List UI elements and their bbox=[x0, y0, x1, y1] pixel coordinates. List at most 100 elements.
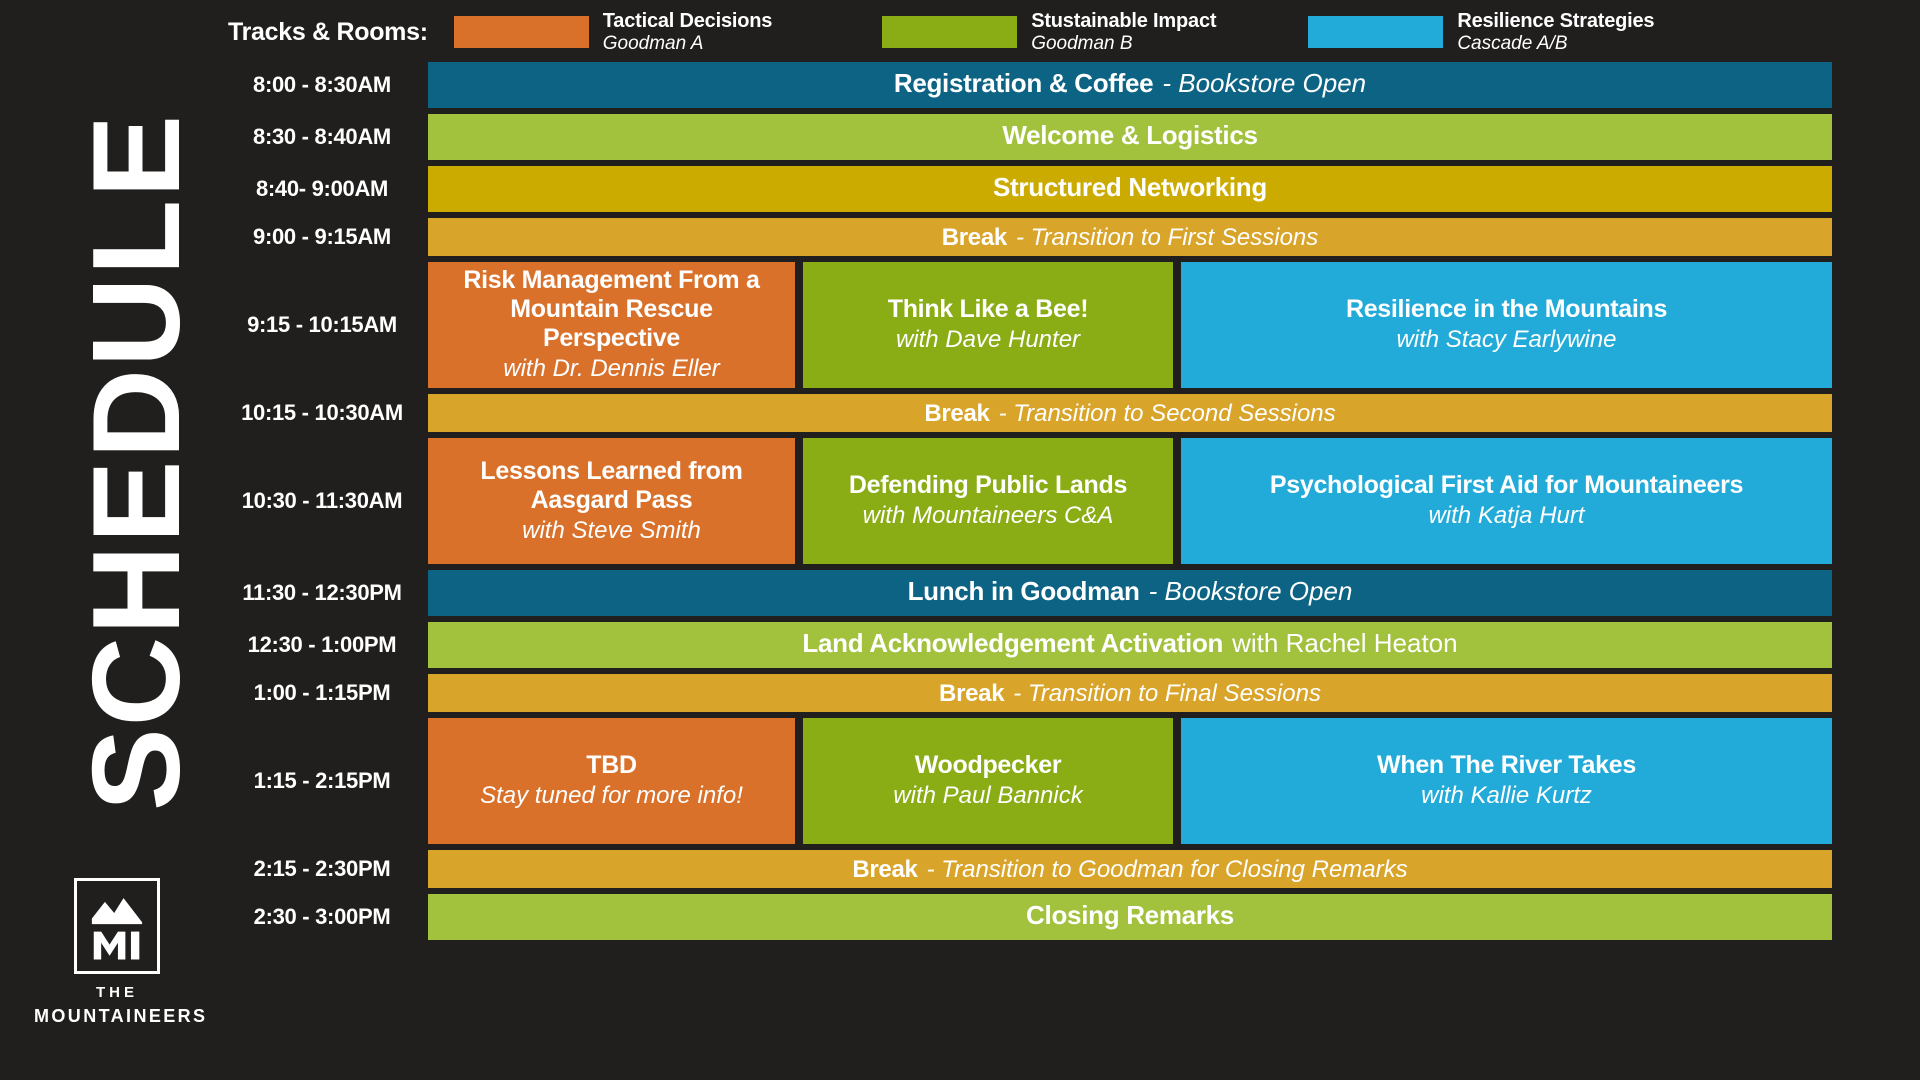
session-card[interactable]: Psychological First Aid for Mountaineers… bbox=[1181, 438, 1832, 564]
break-bar[interactable]: Break - Transition to Second Sessions bbox=[428, 394, 1832, 432]
plenary-bar[interactable]: Welcome & Logistics bbox=[428, 114, 1832, 160]
time-label: 9:15 - 10:15AM bbox=[247, 312, 397, 337]
session-card[interactable]: Risk Management From a Mountain Rescue P… bbox=[428, 262, 795, 388]
plenary-title: Structured Networking bbox=[993, 172, 1267, 202]
session-title: Defending Public Lands bbox=[848, 471, 1128, 500]
time-label: 10:30 - 11:30AM bbox=[241, 488, 403, 513]
legend-room-name-0: Goodman A bbox=[602, 32, 704, 54]
time-label: 8:00 - 8:30AM bbox=[253, 72, 391, 97]
time-label: 12:30 - 1:00PM bbox=[247, 632, 397, 657]
session-presenter: Stay tuned for more info! bbox=[480, 782, 743, 810]
legend-room-name-1: Goodman B bbox=[1031, 32, 1133, 54]
mountain-m-emblem bbox=[74, 878, 160, 975]
row-bars: Registration & Coffee- Bookstore Open bbox=[428, 62, 1832, 108]
session-presenter: with Mountaineers C&A bbox=[862, 502, 1114, 530]
brand-line-the: THE bbox=[96, 984, 138, 1002]
row-bars: Break- Transition to Goodman for Closing… bbox=[428, 850, 1832, 888]
legend-room-name-2: Cascade A/B bbox=[1457, 32, 1568, 54]
time-label: 9:00 - 9:15AM bbox=[253, 224, 391, 249]
brand-logo: THE MOUNTAINEERS bbox=[34, 878, 208, 1028]
session-title: Woodpecker bbox=[914, 751, 1062, 780]
break-title: Break bbox=[852, 856, 918, 883]
time-label: 8:30 - 8:40AM bbox=[253, 124, 391, 149]
schedule-row: 10:30 - 11:30AM Lessons Learned from Aasg… bbox=[228, 438, 1832, 564]
brand-line-mountaineers: MOUNTAINEERS bbox=[34, 1005, 208, 1026]
session-card[interactable]: Think Like a Bee!with Dave Hunter bbox=[803, 262, 1173, 388]
session-presenter: with Paul Bannick bbox=[893, 782, 1083, 810]
session-title: Think Like a Bee! bbox=[887, 295, 1089, 324]
schedule-row: 2:15 - 2:30PM Break- Transition to Goodma… bbox=[228, 850, 1832, 888]
plenary-note: - Bookstore Open bbox=[1162, 68, 1367, 98]
plenary-bar[interactable]: Lunch in Goodman - Bookstore Open bbox=[428, 570, 1832, 616]
row-bars: Welcome & Logistics bbox=[428, 114, 1832, 160]
break-note: - Transition to Second Sessions bbox=[998, 400, 1336, 427]
session-presenter: with Stacy Earlywine bbox=[1396, 326, 1617, 354]
schedule-grid: 8:00 - 8:30AM Registration & Coffee- Book… bbox=[228, 62, 1832, 946]
break-note: - Transition to Final Sessions bbox=[1013, 680, 1321, 707]
break-note: - Transition to First Sessions bbox=[1015, 224, 1319, 251]
break-title: Break bbox=[939, 680, 1005, 707]
session-presenter: with Dave Hunter bbox=[895, 326, 1081, 354]
legend-swatch-sustainable-impact bbox=[882, 16, 1018, 48]
break-title: Break bbox=[941, 224, 1008, 251]
page-title: SCHEDULE bbox=[68, 112, 206, 812]
schedule-row: 8:30 - 8:40AM Welcome & Logistics bbox=[228, 114, 1832, 160]
schedule-row: 12:30 - 1:00PM Land Acknowledgement Activ… bbox=[228, 622, 1832, 668]
session-title: Lessons Learned from Aasgard Pass bbox=[480, 456, 743, 514]
session-title: Risk Management From a Mountain Rescue P… bbox=[463, 266, 760, 353]
schedule-row: 9:00 - 9:15AM Break - Transition to First … bbox=[228, 218, 1832, 256]
legend-track-name-1: Stustainable Impact bbox=[1031, 10, 1217, 33]
left-rail: SCHEDULE THE MOUNTAINEERS bbox=[0, 0, 228, 1080]
session-title: Resilience in the Mountains bbox=[1345, 295, 1668, 324]
time-label: 10:15 - 10:30AM bbox=[241, 400, 403, 425]
plenary-title: Closing Remarks bbox=[1026, 900, 1234, 930]
plenary-bar[interactable]: Structured Networking bbox=[428, 166, 1832, 212]
plenary-title: Lunch in Goodman bbox=[907, 576, 1140, 606]
schedule-row: 8:40- 9:00AM Structured Networking bbox=[228, 166, 1832, 212]
session-title: Psychological First Aid for Mountaineers bbox=[1269, 471, 1744, 500]
row-bars: Break - Transition to First Sessions bbox=[428, 218, 1832, 256]
legend-swatch-tactical-decisions bbox=[453, 16, 589, 48]
row-bars: Break - Transition to Final Sessions bbox=[428, 674, 1832, 712]
plenary-bar[interactable]: Registration & Coffee- Bookstore Open bbox=[428, 62, 1832, 108]
break-bar[interactable]: Break - Transition to First Sessions bbox=[428, 218, 1832, 256]
legend-item-tactical-decisions: Tactical Decisions Goodman A bbox=[453, 10, 773, 54]
break-bar[interactable]: Break - Transition to Final Sessions bbox=[428, 674, 1832, 712]
session-title: TBD bbox=[586, 751, 637, 780]
time-label: 8:40- 9:00AM bbox=[255, 176, 389, 201]
time-label: 2:30 - 3:00PM bbox=[253, 904, 391, 929]
schedule-row: 2:30 - 3:00PM Closing Remarks bbox=[228, 894, 1832, 940]
legend-item-resilience-strategies: Resilience Strategies Cascade A/B bbox=[1308, 10, 1655, 54]
row-bars: Lunch in Goodman - Bookstore Open bbox=[428, 570, 1832, 616]
legend-track-name-2: Resilience Strategies bbox=[1457, 10, 1655, 33]
plenary-bar[interactable]: Closing Remarks bbox=[428, 894, 1832, 940]
legend-track-name-0: Tactical Decisions bbox=[602, 10, 773, 33]
row-bars: Break - Transition to Second Sessions bbox=[428, 394, 1832, 432]
schedule-row: 9:15 - 10:15AM Risk Management From a Mou… bbox=[228, 262, 1832, 388]
session-presenter: with Kallie Kurtz bbox=[1421, 782, 1592, 810]
session-presenter: with Katja Hurt bbox=[1428, 502, 1585, 530]
legend: Tracks & Rooms: Tactical Decisions Goodm… bbox=[228, 8, 1912, 56]
plenary-note: with Rachel Heaton bbox=[1232, 628, 1458, 658]
plenary-title: Welcome & Logistics bbox=[1002, 120, 1258, 150]
plenary-note: - Bookstore Open bbox=[1148, 576, 1353, 606]
break-title: Break bbox=[924, 400, 990, 427]
time-label: 2:15 - 2:30PM bbox=[253, 856, 391, 881]
session-presenter: with Steve Smith bbox=[522, 516, 701, 544]
schedule-row: 10:15 - 10:30AM Break - Transition to Seco… bbox=[228, 394, 1832, 432]
session-title: When The River Takes bbox=[1377, 751, 1636, 780]
break-bar[interactable]: Break- Transition to Goodman for Closing… bbox=[428, 850, 1832, 888]
